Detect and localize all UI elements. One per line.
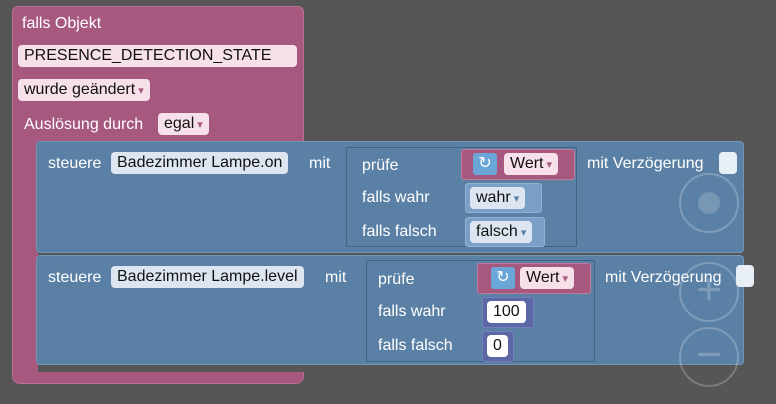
- if-false-label: falls falsch: [362, 223, 437, 240]
- check-label: prüfe: [378, 271, 415, 288]
- object-id-field[interactable]: PRESENCE_DETECTION_STATE: [18, 45, 297, 67]
- swap-icon: ↻: [491, 267, 515, 289]
- false-number-field[interactable]: 0: [487, 335, 508, 357]
- target-icon: [698, 192, 720, 214]
- trigger-block-spine: [12, 143, 38, 375]
- trigger-by-dropdown[interactable]: egal: [158, 113, 209, 135]
- target-field-on[interactable]: Badezimmer Lampe.on: [111, 152, 289, 174]
- minus-icon: −: [696, 330, 722, 379]
- if-false-label: falls falsch: [378, 337, 453, 354]
- trigger-block-footer: [12, 372, 304, 384]
- zoom-in-button[interactable]: [679, 262, 739, 322]
- control-label: steuere: [48, 269, 102, 286]
- true-value-dropdown[interactable]: wahr: [470, 187, 526, 209]
- check-label: prüfe: [362, 157, 399, 174]
- target-field-level[interactable]: Badezimmer Lampe.level: [111, 266, 304, 288]
- control-label: steuere: [48, 155, 102, 172]
- value-dropdown-level[interactable]: Wert: [520, 267, 575, 289]
- recenter-button[interactable]: [679, 173, 739, 233]
- true-number-field[interactable]: 100: [487, 301, 526, 323]
- plus-icon: +: [696, 265, 722, 314]
- mit-label: mit: [309, 155, 331, 172]
- delay-checkbox[interactable]: [719, 152, 737, 174]
- delay-label: mit Verzögerung: [587, 155, 704, 172]
- delay-checkbox[interactable]: [736, 265, 754, 287]
- false-value-dropdown[interactable]: falsch: [470, 221, 533, 243]
- zoom-out-button[interactable]: [679, 327, 739, 387]
- mit-label: mit: [325, 269, 347, 286]
- trigger-title: falls Objekt: [22, 15, 102, 32]
- value-dropdown-on[interactable]: Wert: [504, 153, 559, 175]
- trigger-by-label: Auslösung durch: [24, 116, 144, 133]
- if-true-label: falls wahr: [362, 189, 430, 206]
- condition-dropdown[interactable]: wurde geändert: [18, 79, 150, 101]
- swap-icon: ↻: [473, 153, 497, 175]
- if-true-label: falls wahr: [378, 303, 446, 320]
